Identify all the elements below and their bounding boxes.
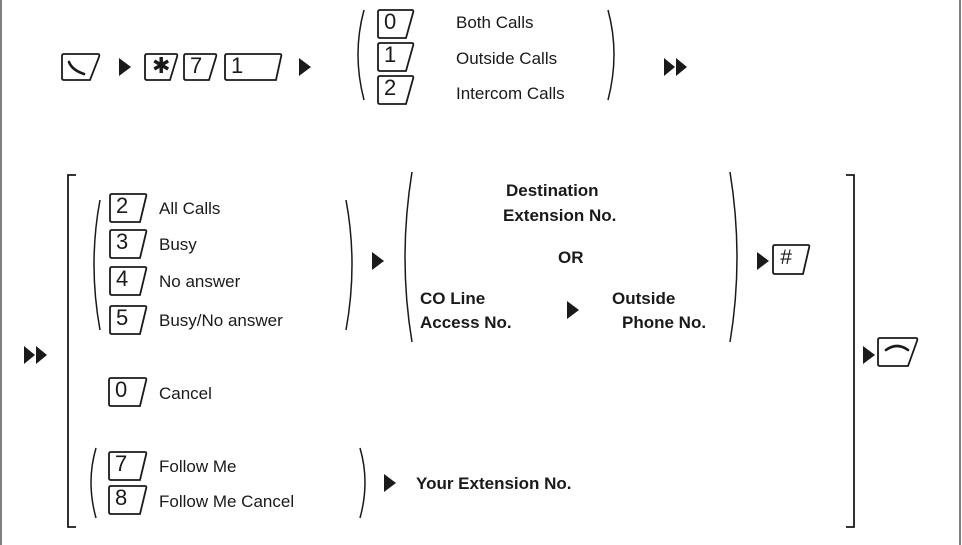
paren-left bbox=[93, 199, 101, 331]
on-hook-handset-icon bbox=[877, 337, 919, 367]
bracket-right bbox=[846, 174, 855, 528]
your-extension-label: Your Extension No. bbox=[416, 474, 572, 493]
key-8 bbox=[108, 485, 148, 515]
double-arrow-icon bbox=[24, 346, 35, 364]
option-label: Busy bbox=[159, 235, 197, 254]
option-label: Busy/No answer bbox=[159, 311, 283, 330]
key-1 bbox=[377, 42, 415, 72]
double-arrow-icon bbox=[664, 58, 675, 76]
arrow-icon bbox=[567, 301, 579, 319]
key-2 bbox=[109, 193, 148, 223]
option-label: Outside Calls bbox=[456, 49, 558, 68]
arrow-icon bbox=[372, 252, 384, 270]
option-key: 4 bbox=[116, 266, 129, 291]
paren-left bbox=[404, 171, 413, 343]
option-label: Follow Me Cancel bbox=[159, 492, 295, 511]
option-key: 2 bbox=[116, 193, 129, 218]
destination-line1: Destination bbox=[506, 181, 599, 200]
arrow-icon bbox=[384, 474, 396, 492]
key-5 bbox=[109, 305, 148, 335]
paren-right bbox=[729, 171, 738, 343]
paren-right bbox=[607, 9, 615, 101]
key-star bbox=[144, 53, 179, 81]
paren-left bbox=[357, 9, 365, 101]
destination-line2: Extension No. bbox=[503, 206, 617, 225]
double-arrow-icon bbox=[36, 346, 47, 364]
option-key: 2 bbox=[384, 75, 397, 100]
option-key: 5 bbox=[116, 305, 129, 330]
arrow-icon bbox=[119, 58, 131, 76]
key-7 bbox=[108, 451, 148, 481]
key-7 bbox=[183, 53, 218, 81]
paren-right bbox=[359, 447, 366, 519]
option-key: 1 bbox=[384, 42, 397, 67]
arrow-icon bbox=[863, 346, 875, 364]
cancel-label: Cancel bbox=[159, 384, 212, 403]
arrow-icon bbox=[299, 58, 311, 76]
off-hook-handset-icon bbox=[61, 53, 101, 81]
co-line-label-2: Access No. bbox=[420, 313, 512, 332]
key-1-label: 1 bbox=[231, 53, 244, 78]
co-line-label-1: CO Line bbox=[420, 289, 486, 308]
key-hash-label: # bbox=[780, 246, 792, 269]
key-2 bbox=[377, 75, 415, 105]
key-0 bbox=[377, 9, 415, 39]
paren-right bbox=[345, 199, 353, 331]
double-arrow-icon bbox=[676, 58, 687, 76]
option-label: No answer bbox=[159, 272, 241, 291]
option-label: Both Calls bbox=[456, 13, 534, 32]
arrow-icon bbox=[757, 252, 769, 270]
option-key: 7 bbox=[115, 451, 128, 476]
option-key: 0 bbox=[384, 9, 397, 34]
option-key: 0 bbox=[115, 377, 128, 402]
option-label: All Calls bbox=[159, 199, 221, 218]
key-4 bbox=[109, 266, 148, 296]
option-key: 3 bbox=[116, 229, 129, 254]
option-label: Follow Me bbox=[159, 457, 237, 476]
key-7-label: 7 bbox=[190, 53, 203, 78]
key-hash bbox=[772, 244, 811, 275]
or-label: OR bbox=[558, 248, 584, 267]
key-1 bbox=[224, 53, 283, 81]
outside-phone-label-1: Outside bbox=[612, 289, 676, 308]
key-0 bbox=[108, 377, 148, 407]
option-label: Intercom Calls bbox=[456, 84, 565, 103]
key-star-label: ✱ bbox=[152, 53, 171, 78]
key-3 bbox=[109, 229, 148, 259]
paren-left bbox=[90, 447, 97, 519]
option-key: 8 bbox=[115, 485, 128, 510]
bracket-left bbox=[67, 174, 76, 528]
outside-phone-label-2: Phone No. bbox=[622, 313, 707, 332]
